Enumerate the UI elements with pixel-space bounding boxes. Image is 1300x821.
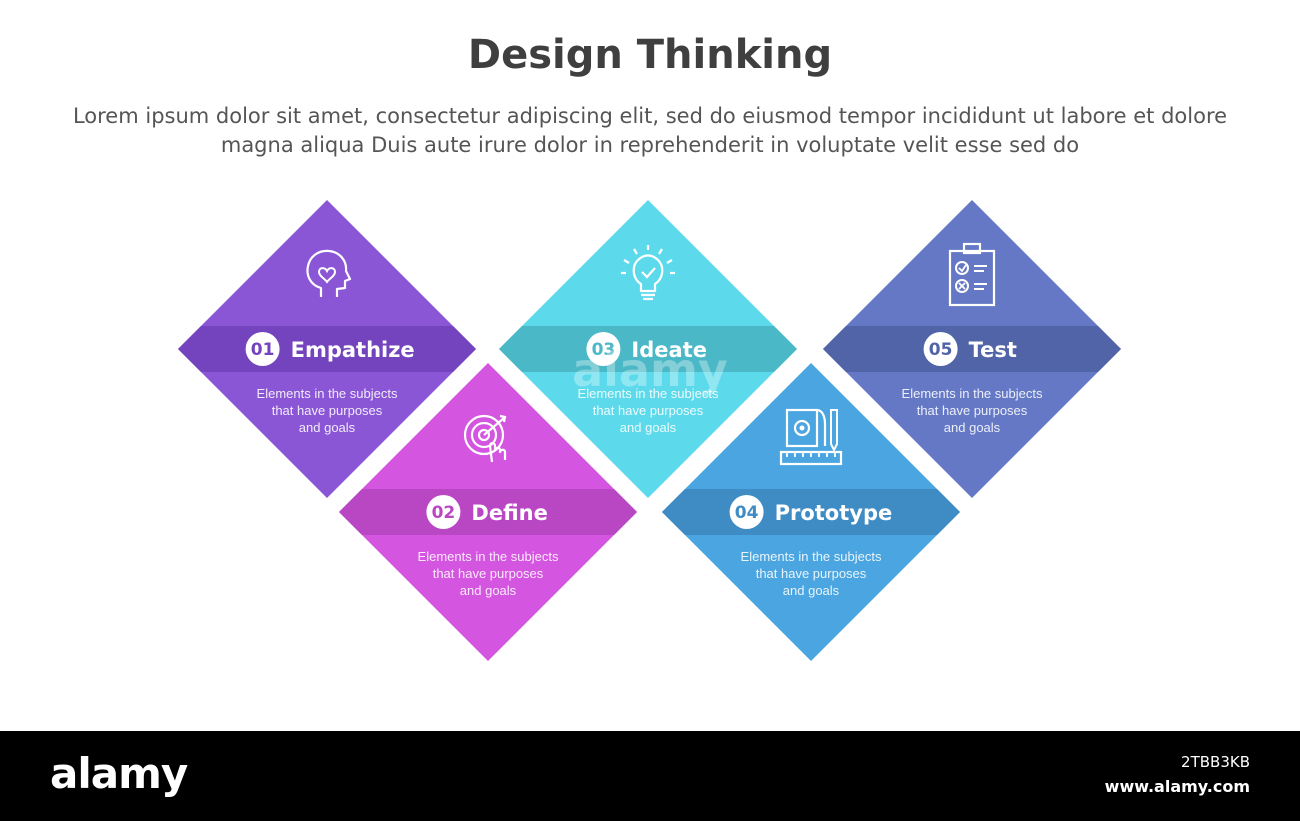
- step-description-line: that have purposes: [756, 566, 867, 581]
- step-description-line: Elements in the subjects: [418, 549, 559, 564]
- step-number: 04: [735, 503, 759, 523]
- step-number-badge: [923, 332, 958, 366]
- step-description-line: and goals: [620, 420, 677, 435]
- page-subtitle: Lorem ipsum dolor sit amet, consectetur …: [72, 104, 1228, 157]
- watermark: alamy: [572, 343, 728, 397]
- step-number-badge: [729, 495, 764, 529]
- step-number-badge: [245, 332, 280, 366]
- footer-logo[interactable]: alamy: [50, 749, 188, 798]
- image-id: 2TBB3KB: [1181, 753, 1250, 771]
- target-touch-icon: [463, 414, 507, 463]
- step-description-line: Elements in the subjects: [578, 386, 719, 401]
- step-description-line: that have purposes: [272, 403, 383, 418]
- footer-bar: alamy 2TBB3KB www.alamy.com: [0, 731, 1300, 821]
- step-number-badge: [426, 495, 461, 529]
- step-number: 01: [251, 340, 275, 360]
- step-label: Ideate: [631, 338, 707, 362]
- step-description-line: that have purposes: [593, 403, 704, 418]
- label-band: [823, 326, 1121, 372]
- step-number-badge: [586, 332, 621, 366]
- step-label: Prototype: [775, 501, 893, 525]
- step-description-line: Elements in the subjects: [741, 549, 882, 564]
- step-label: Test: [969, 338, 1017, 362]
- page-title: Design Thinking: [467, 32, 833, 78]
- step-description-line: and goals: [299, 420, 356, 435]
- blueprint-ruler-icon: [779, 408, 843, 466]
- step-description-line: and goals: [460, 583, 517, 598]
- step-number: 03: [592, 340, 616, 360]
- label-band: [499, 326, 797, 372]
- step-label: Define: [471, 501, 547, 525]
- step-description-line: and goals: [783, 583, 840, 598]
- step-description-line: Elements in the subjects: [257, 386, 398, 401]
- footer-url[interactable]: www.alamy.com: [1104, 777, 1250, 796]
- lightbulb-check-icon: [621, 245, 675, 301]
- step-description-line: and goals: [944, 420, 1001, 435]
- step-description-line: that have purposes: [917, 403, 1028, 418]
- label-band: [339, 489, 637, 535]
- step-number: 05: [929, 340, 953, 360]
- step-description-line: Elements in the subjects: [902, 386, 1043, 401]
- clipboard-checklist-icon: [948, 242, 996, 307]
- label-band: [662, 489, 960, 535]
- label-band: [178, 326, 476, 372]
- step-label: Empathize: [291, 338, 415, 362]
- head-heart-icon: [306, 249, 352, 297]
- step-number: 02: [432, 503, 456, 523]
- step-description-line: that have purposes: [433, 566, 544, 581]
